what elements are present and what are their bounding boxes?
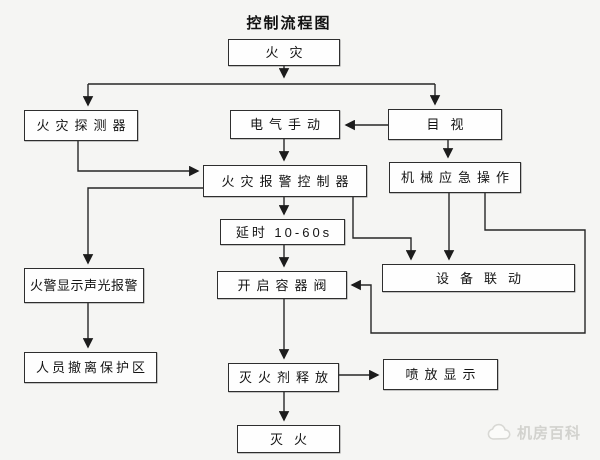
node-spray-display: 喷放显示 <box>383 359 498 390</box>
node-fire-alarm-controller: 火灾报警控制器 <box>203 165 367 197</box>
node-personnel-evacuate-protected-area: 人员撤离保护区 <box>24 352 157 383</box>
chart-title: 控制流程图 <box>246 15 332 32</box>
node-delay-10-60s: 延时 10-60s <box>220 219 345 245</box>
watermark-text: 机房百科 <box>517 425 582 442</box>
node-fire-detector: 火灾探测器 <box>24 110 138 141</box>
node-extinguishing-agent-release: 灭火剂释放 <box>228 363 339 392</box>
edge-mechanical-to-valve <box>350 193 586 334</box>
node-equipment-linkage: 设备联动 <box>382 264 575 292</box>
node-mechanical-emergency-operation: 机械应急操作 <box>389 162 521 193</box>
watermark: 机房百科 <box>486 422 581 443</box>
edge-controller-to-linkage <box>352 197 417 261</box>
edge-controller-to-alarm-display <box>82 187 203 265</box>
node-extinguish-fire: 灭火 <box>237 425 340 453</box>
node-electric-manual: 电气手动 <box>230 110 340 139</box>
node-fire-alarm-sound-light-display: 火警显示声光报警 <box>24 268 144 303</box>
node-fire: 火灾 <box>228 39 340 66</box>
edge-detector-to-controller <box>77 141 200 177</box>
cloud-logo-icon <box>487 423 511 440</box>
node-visual: 目视 <box>388 109 502 140</box>
node-open-container-valve: 开启容器阀 <box>217 271 347 299</box>
